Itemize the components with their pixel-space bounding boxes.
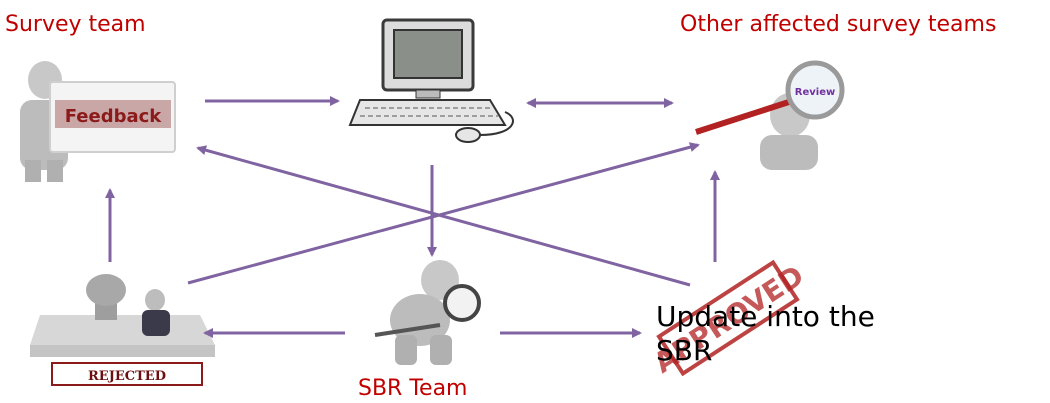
update-into-sbr-label: Update into the SBR (656, 300, 875, 367)
feedback-sign-text: Feedback (65, 106, 163, 127)
crouching-person-with-magnifier-icon (374, 260, 481, 365)
rejected-stamp-icon: REJECTED (30, 274, 215, 386)
desktop-computer-icon (348, 18, 514, 143)
rejected-stamp-text: REJECTED (88, 369, 166, 384)
arrows (105, 96, 720, 338)
arrow-approved-to-survey (196, 145, 691, 287)
review-lens-text: Review (795, 87, 835, 98)
arrow-rejected-to-other-teams (187, 142, 700, 285)
person-holding-feedback-sign-icon: Feedback (20, 61, 176, 182)
survey-team-label: Survey team (5, 12, 146, 37)
person-with-magnifying-glass-icon: Review (695, 60, 845, 170)
sbr-team-label: SBR Team (358, 376, 468, 401)
other-affected-teams-label: Other affected survey teams (680, 12, 997, 37)
